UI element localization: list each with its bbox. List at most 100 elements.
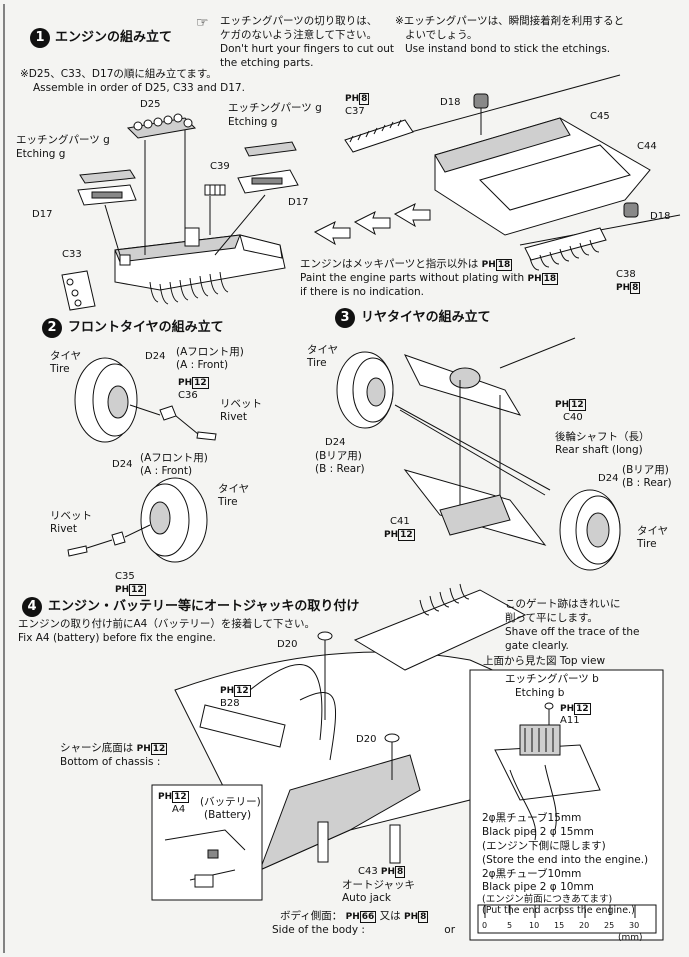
part-label-c33: C33 (62, 249, 82, 260)
rear-axle-drawing (336, 337, 621, 571)
b-rear-en: (B : Rear) (315, 463, 365, 475)
step-number-1: 1 (30, 28, 50, 48)
part-label-d24-top: D24 (145, 351, 166, 362)
rivet-label-en-2: Rivet (50, 523, 78, 535)
pipe10-jp: 2φ黒チューブ10mm (482, 868, 582, 880)
step2-title: フロントタイヤの組み立て (68, 320, 224, 335)
rivet-label-jp: リベット (220, 398, 262, 410)
assembly-order-jp: ※D25、C33、D17の順に組み立てます。 (20, 68, 217, 80)
fix-battery-en: Fix A4 (battery) before fix the engine. (18, 632, 216, 644)
rivet-label-jp-2: リベット (50, 510, 92, 522)
auto-jack-jp: オートジャッキ (342, 879, 415, 891)
rear-shaft-en: Rear shaft (long) (555, 444, 643, 456)
part-label-d24-rear-right: D24 (598, 473, 619, 484)
tire-label-en-2: Tire (218, 496, 238, 508)
ruler-tick-0: 0 (482, 921, 488, 930)
pipe10-en: Black pipe 2 φ 10mm (482, 881, 594, 893)
engine-chassis-drawing (313, 74, 681, 271)
ruler-tick-10: 10 (529, 921, 540, 930)
rear-shaft-jp: 後輪シャフト（長） (555, 431, 650, 443)
rear-tire-label-jp-2: タイヤ (637, 525, 669, 537)
part-label-b28: B28 (220, 698, 240, 709)
part-label-c44: C44 (637, 141, 657, 152)
step-number-4: 4 (22, 597, 42, 617)
part-label-d24-bottom: D24 (112, 459, 133, 470)
front-tire-drawing (67, 357, 217, 563)
part-label-c41: C41 (390, 516, 410, 527)
bond-note-jp-2: よいでしょう。 (405, 29, 478, 41)
step4-title: エンジン・バッテリー等にオートジャッキの取り付け (48, 599, 360, 614)
b-rear-jp-2: (Bリア用) (622, 464, 669, 476)
ruler-tick-15: 15 (554, 921, 565, 930)
part-label-c39: C39 (210, 161, 230, 172)
ruler-tick-20: 20 (579, 921, 590, 930)
part-label-c40: C40 (563, 412, 583, 423)
step3-title: リヤタイヤの組み立て (361, 310, 491, 325)
paint-note-en: Paint the engine parts without plating w… (300, 272, 559, 285)
body-side-en: Side of the body : or (272, 924, 456, 936)
etching-g-right-jp: エッチングパーツ g (228, 102, 322, 114)
a-front-jp: (Aフロント用) (176, 346, 244, 358)
gate-note-en-2: gate clearly. (505, 640, 569, 652)
part-label-d17-right: D17 (288, 197, 309, 208)
tire-label-en: Tire (50, 363, 70, 375)
step-number-2: 2 (42, 318, 62, 338)
tire-label-jp-2: タイヤ (218, 483, 250, 495)
etching-g-left-en: Etching g (16, 148, 66, 160)
engine-drawing (61, 113, 299, 311)
fix-battery-jp: エンジンの取り付け前にA4（バッテリー）を接着して下さい。 (18, 618, 316, 630)
caution-jp-2: ケガのないよう注意して下さい。 (220, 29, 377, 41)
etching-b-en: Etching b (515, 687, 565, 699)
part-label-c36: C36 (178, 390, 198, 401)
bond-note-jp: ※エッチングパーツは、瞬間接着剤を利用すると (395, 15, 625, 27)
chassis-bottom-en: Bottom of chassis : (60, 756, 161, 768)
part-label-d20-mid: D20 (356, 734, 377, 745)
caution-en-2: the etching parts. (220, 57, 314, 69)
caution-jp: エッチングパーツの切り取りは、 (220, 15, 378, 27)
part-label-c37: C37 (345, 106, 365, 117)
step-number-3: 3 (335, 308, 355, 328)
part-label-c45: C45 (590, 111, 610, 122)
rivet-label-en: Rivet (220, 411, 248, 423)
b-rear-jp: (Bリア用) (315, 450, 362, 462)
pipe10-note-en: (Put the end across the engine.) (482, 905, 635, 916)
pipe15-jp: 2φ黒チューブ15mm (482, 812, 582, 824)
battery-label-en: (Battery) (204, 809, 252, 821)
etching-g-left-jp: エッチングパーツ g (16, 134, 110, 146)
gate-note-jp: このゲート跡はきれいに (505, 598, 621, 610)
etching-b-jp: エッチングパーツ b (505, 673, 599, 685)
rear-tire-label-en-2: Tire (637, 538, 657, 550)
assembly-order-en: Assemble in order of D25, C33 and D17. (33, 82, 245, 94)
ruler-unit: (mm) (618, 933, 643, 943)
a-front-en: (A : Front) (176, 359, 229, 371)
top-view-label: 上面から見た図 Top view (483, 655, 606, 667)
caution-en: Don't hurt your fingers to cut out (220, 43, 395, 55)
pipe10-note-jp: (エンジン前面につきあてます) (482, 894, 613, 905)
part-label-a4: A4 (172, 804, 186, 815)
chassis-drawing (151, 583, 664, 941)
hand-warning-icon: ☞ (196, 15, 209, 31)
ruler-tick-25: 25 (604, 921, 615, 930)
b-rear-en-2: (B : Rear) (622, 477, 672, 489)
part-label-a11: A11 (560, 715, 580, 726)
ruler-tick-5: 5 (507, 921, 513, 930)
rear-tire-label-jp: タイヤ (307, 344, 339, 356)
gate-note-jp-2: 削って平にします。 (505, 612, 598, 624)
etching-g-right-en: Etching g (228, 116, 278, 128)
part-label-d17-left: D17 (32, 209, 53, 220)
part-label-c35: C35 (115, 571, 135, 582)
pipe15-en: Black pipe 2 φ 15mm (482, 826, 594, 838)
part-label-d18-top: D18 (440, 97, 461, 108)
